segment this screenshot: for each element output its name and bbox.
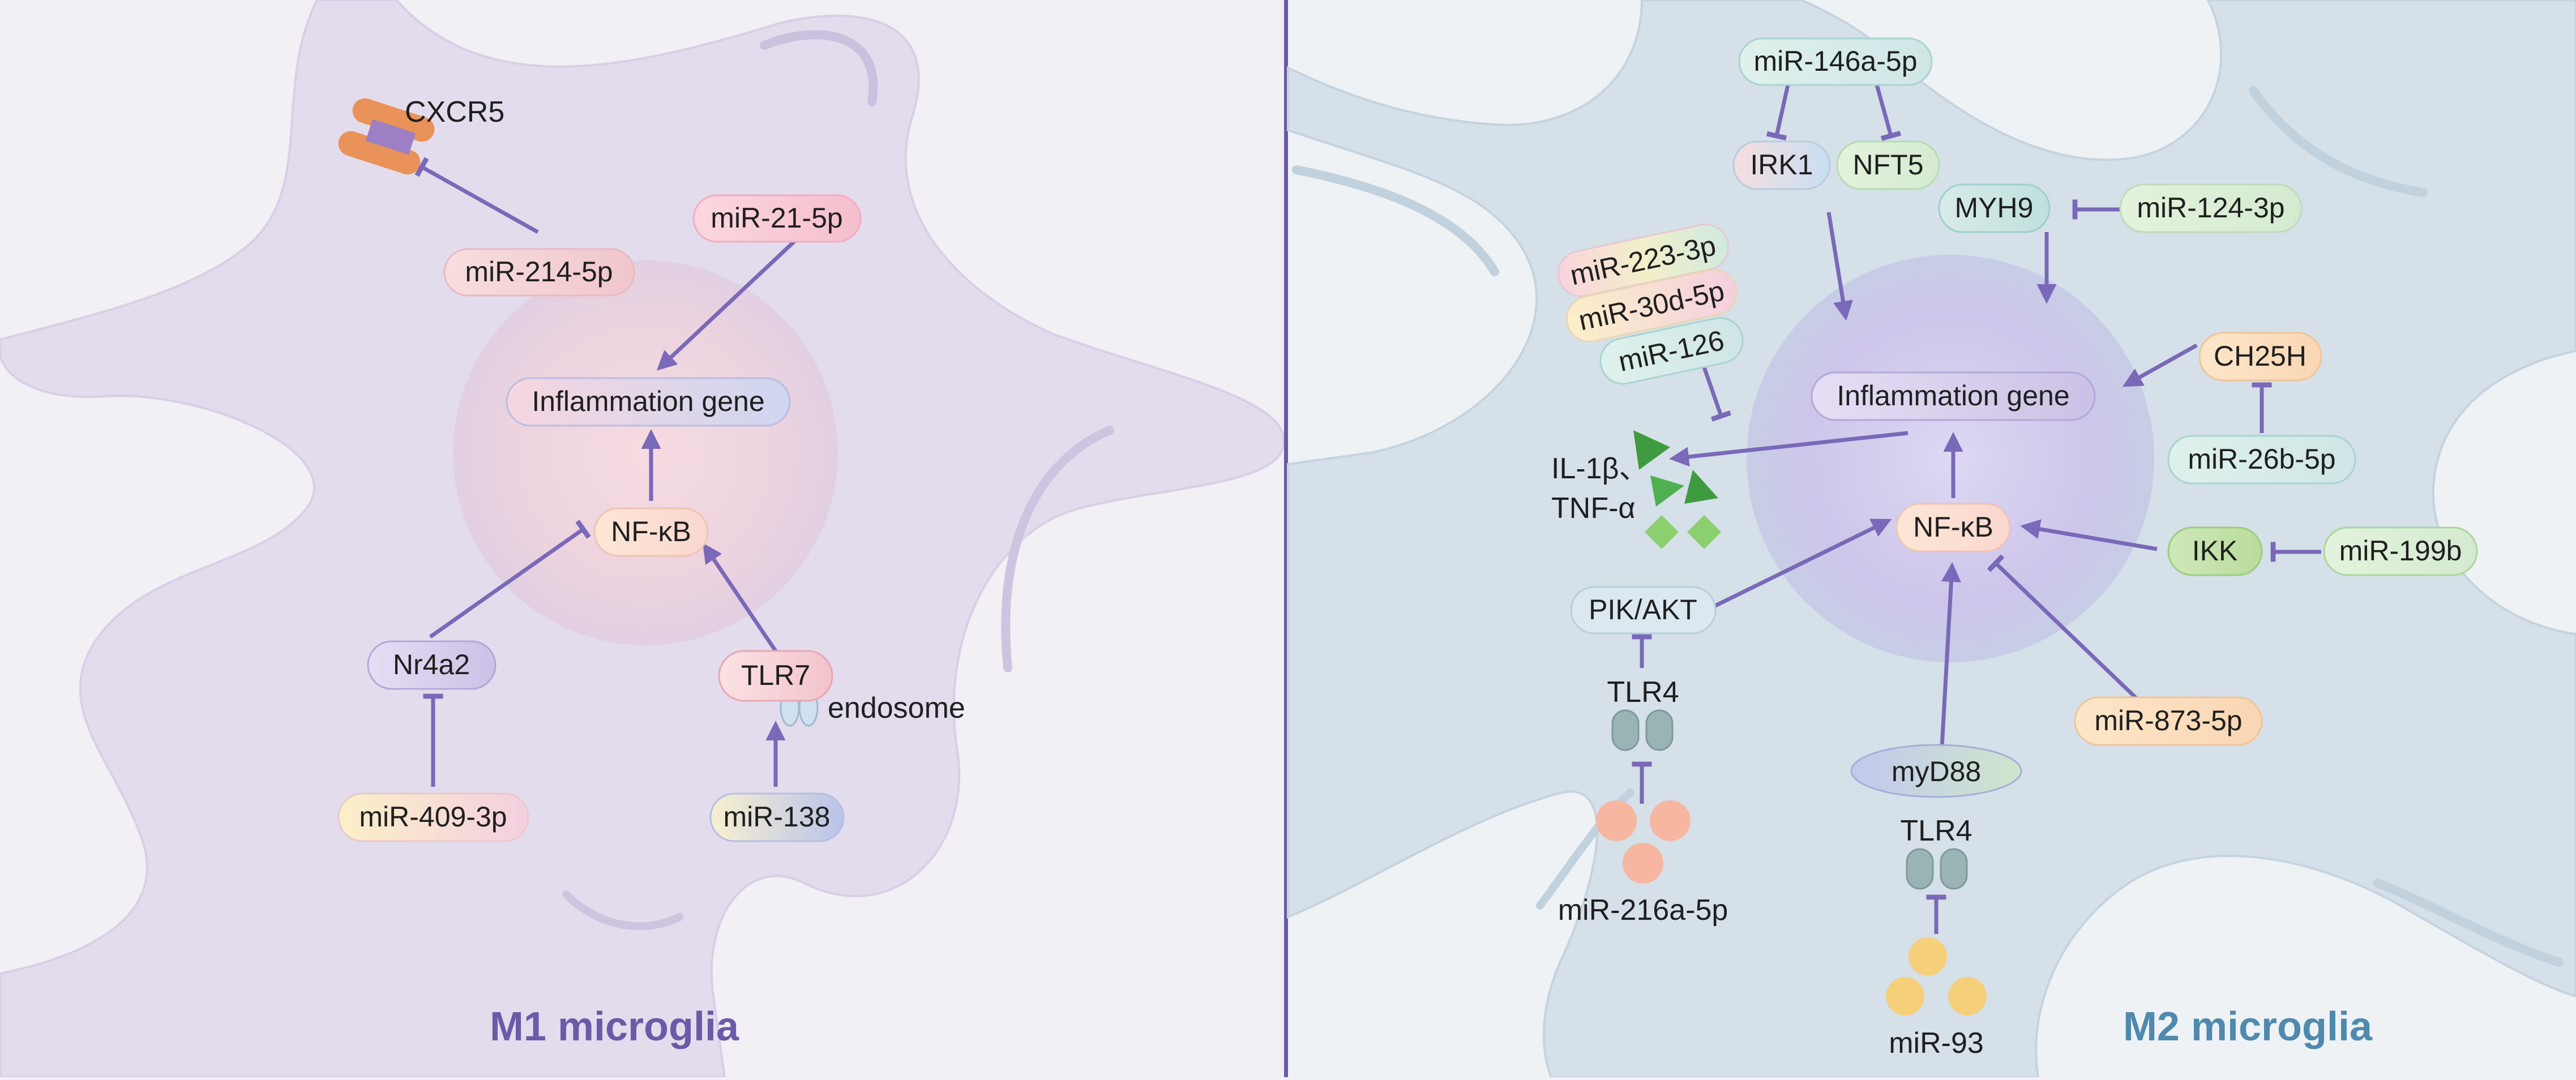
m1-cell-membrane-shade xyxy=(760,30,878,106)
cytokine-il1b-label: IL-1β、 xyxy=(1551,452,1649,485)
node-mir124: miR-124-3p xyxy=(2119,183,2303,233)
m2-nucleus xyxy=(1747,255,2154,662)
cytokine-cluster-icon xyxy=(1633,430,1721,549)
svg-text:IRK1: IRK1 xyxy=(1750,149,1813,181)
node-tlr7: TLR7 xyxy=(718,650,833,702)
mir93-vesicle-cluster-icon xyxy=(1886,937,1987,1015)
node-mir214: miR-214-5p xyxy=(443,248,635,297)
panel-divider xyxy=(1284,0,1288,1077)
m1-process-shade xyxy=(1001,426,1114,672)
edge-mir21-to-gene xyxy=(656,236,800,371)
svg-text:TLR7: TLR7 xyxy=(741,659,810,691)
node-nr4a2: Nr4a2 xyxy=(367,640,497,690)
node-mir21: miR-21-5p xyxy=(692,194,862,243)
tlr4-label-center: TLR4 xyxy=(1900,815,1972,847)
edge-irk1-to-gene xyxy=(1826,212,1853,321)
edge-nr4a2-inhibits-nfkb xyxy=(429,529,583,638)
svg-text:miR-199b: miR-199b xyxy=(2339,535,2462,567)
node-m2-nfkb: NF-κB xyxy=(1895,503,2011,552)
node-mir199b: miR-199b xyxy=(2323,526,2478,576)
mir216-label: miR-216a-5p xyxy=(1558,894,1728,927)
svg-text:NF-κB: NF-κB xyxy=(1913,511,1993,543)
svg-text:PIK/AKT: PIK/AKT xyxy=(1589,594,1697,625)
m1-panel-title: M1 microglia xyxy=(490,1004,739,1049)
m1-nucleus xyxy=(453,260,838,645)
edge-mir214-inhibits-cxcr5 xyxy=(422,167,539,234)
edge-ch25h-to-gene xyxy=(2122,343,2198,387)
node-pikakt: PIK/AKT xyxy=(1570,586,1717,635)
svg-text:miR-138: miR-138 xyxy=(724,801,831,833)
m1-process-shade-2 xyxy=(562,890,683,931)
endosome-label: endosome xyxy=(828,692,965,725)
svg-text:CH25H: CH25H xyxy=(2214,340,2307,372)
node-myd88: myD88 xyxy=(1850,744,2022,798)
svg-text:miR-26b-5p: miR-26b-5p xyxy=(2188,443,2335,475)
svg-text:miR-124-3p: miR-124-3p xyxy=(2137,192,2284,224)
svg-text:Inflammation gene: Inflammation gene xyxy=(532,385,764,417)
node-mir26b: miR-26b-5p xyxy=(2167,435,2356,485)
node-m1-nfkb: NF-κB xyxy=(593,507,709,557)
m2-process-shade-2 xyxy=(2373,878,2564,967)
svg-text:miR-21-5p: miR-21-5p xyxy=(711,202,842,234)
tlr4-label-left: TLR4 xyxy=(1607,676,1679,709)
edge-mir873-inhibits-nfkb xyxy=(1996,563,2139,701)
cxcr5-label: CXCR5 xyxy=(405,96,504,128)
svg-text:Nr4a2: Nr4a2 xyxy=(393,649,470,680)
svg-text:miR-146a-5p: miR-146a-5p xyxy=(1753,45,1917,77)
node-m2-inflammation-gene: Inflammation gene xyxy=(1811,371,2096,421)
mir93-label: miR-93 xyxy=(1889,1027,1984,1060)
edge-myd88-to-nfkb xyxy=(1940,562,1961,748)
node-myh9: MYH9 xyxy=(1938,183,2051,233)
cxcr5-receptor-icon xyxy=(338,98,435,175)
svg-text:myD88: myD88 xyxy=(1892,756,1981,787)
edge-gene-to-cytokines xyxy=(1669,431,1909,467)
node-mir409: miR-409-3p xyxy=(337,792,529,842)
node-ikk: IKK xyxy=(2167,526,2263,576)
cytokine-tnfa-label: TNF-α xyxy=(1551,492,1635,525)
node-mir146: miR-146a-5p xyxy=(1738,37,1933,86)
svg-text:miR-214-5p: miR-214-5p xyxy=(465,256,613,288)
edge-tlr7-to-nfkb xyxy=(703,543,777,652)
tlr4-receptor-left-icon xyxy=(1611,709,1674,751)
svg-text:NFT5: NFT5 xyxy=(1853,149,1924,181)
edge-mir146-inhibits-irk1 xyxy=(1777,84,1790,136)
edge-ikk-to-nfkb xyxy=(2020,519,2158,551)
svg-text:miR-409-3p: miR-409-3p xyxy=(359,801,507,833)
m2-process-shade-3 xyxy=(2249,86,2428,197)
svg-text:NF-κB: NF-κB xyxy=(611,516,691,547)
edge-mir146-inhibits-nft5 xyxy=(1875,84,1891,136)
node-nft5: NFT5 xyxy=(1836,140,1940,190)
node-mir138: miR-138 xyxy=(709,792,845,842)
m2-panel-title: M2 microglia xyxy=(2123,1004,2373,1049)
svg-text:miR-873-5p: miR-873-5p xyxy=(2094,705,2242,736)
node-m1-inflammation-gene: Inflammation gene xyxy=(506,377,791,427)
svg-text:Inflammation gene: Inflammation gene xyxy=(1837,380,2069,412)
svg-text:IKK: IKK xyxy=(2192,535,2238,567)
m2-process-shade-1 xyxy=(1292,165,1499,276)
mir216-vesicle-cluster-icon xyxy=(1596,800,1691,884)
node-ch25h: CH25H xyxy=(2198,332,2322,382)
tlr4-receptor-center-icon xyxy=(1906,848,1968,890)
svg-text:MYH9: MYH9 xyxy=(1955,192,2034,224)
node-mir873: miR-873-5p xyxy=(2074,696,2263,746)
node-irk1: IRK1 xyxy=(1732,140,1831,190)
edge-pikakt-to-nfkb xyxy=(1714,518,1892,608)
